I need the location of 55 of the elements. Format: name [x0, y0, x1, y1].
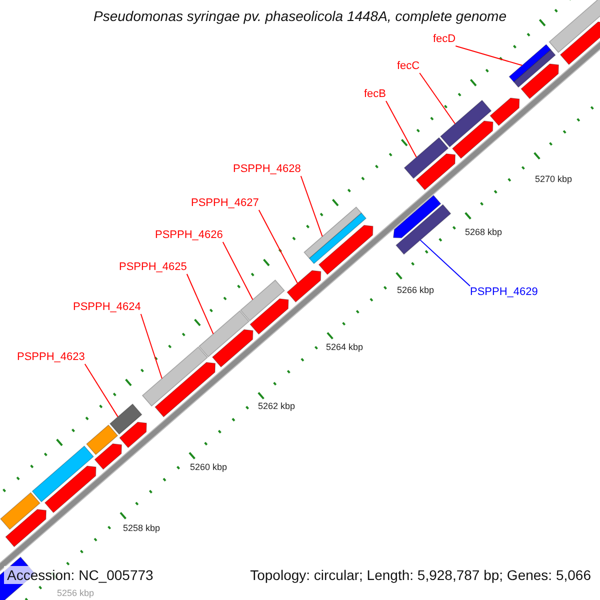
gene-block — [119, 422, 147, 448]
scale-label: 5266 kbp — [397, 285, 434, 296]
gene-block — [5, 508, 47, 548]
leader-line — [419, 72, 456, 124]
leader-line — [258, 210, 298, 284]
gene-bar — [240, 279, 285, 322]
scale-label: 5268 kbp — [465, 227, 502, 238]
gene-block — [520, 63, 559, 100]
gene-label: PSPPH_4629 — [470, 286, 538, 299]
gene-label: PSPPH_4628 — [233, 163, 301, 176]
gene-label: fecD — [433, 33, 456, 46]
gene-label: fecB — [364, 88, 386, 101]
scale-label: 5260 kbp — [190, 462, 228, 473]
gene-bar — [32, 445, 94, 502]
scale-label: 5262 kbp — [258, 401, 296, 412]
gene-bar — [404, 137, 449, 179]
gene-block — [94, 443, 122, 470]
leader-line — [420, 240, 470, 286]
gene-bar — [198, 310, 250, 358]
scale-label: 5270 kbp — [535, 174, 572, 185]
gene-label: PSPPH_4623 — [17, 351, 85, 364]
gene-bar — [548, 0, 600, 54]
gene-block — [560, 22, 600, 66]
gene-bar — [396, 204, 452, 255]
gene-label: PSPPH_4627 — [191, 197, 259, 210]
scale-label: 5264 kbp — [326, 342, 364, 353]
gene-label: PSPPH_4624 — [73, 301, 141, 314]
gene-bar — [86, 424, 118, 456]
gene-block — [392, 194, 442, 238]
gene-bar — [109, 403, 142, 435]
gene-block — [44, 466, 96, 514]
gene-block — [250, 298, 289, 335]
gene-bar — [304, 206, 367, 264]
gene-bar — [440, 100, 492, 148]
gene-block — [318, 224, 374, 276]
gene-block — [154, 362, 216, 418]
gene-block — [452, 120, 494, 159]
gene-block — [490, 98, 520, 126]
scale-label: 5256 kbp — [57, 588, 94, 599]
leader-line — [186, 274, 214, 334]
leader-line — [222, 242, 254, 300]
leader-line — [455, 46, 523, 66]
scale-label: 5258 kbp — [123, 523, 160, 534]
gene-block — [212, 329, 254, 368]
gene-bar — [142, 346, 208, 407]
gene-bar — [508, 44, 556, 88]
leader-line — [140, 314, 162, 379]
gene-label: fecC — [397, 60, 420, 73]
gene-bar — [0, 492, 40, 530]
gene-block — [416, 153, 456, 190]
leader-line — [386, 100, 417, 158]
diagram-title: Pseudomonas syringae pv. phaseolicola 1448A, complete genome — [92, 8, 508, 24]
gene-label: PSPPH_4625 — [119, 261, 187, 274]
gene-label: PSPPH_4626 — [155, 229, 223, 242]
gene-block — [286, 270, 322, 303]
